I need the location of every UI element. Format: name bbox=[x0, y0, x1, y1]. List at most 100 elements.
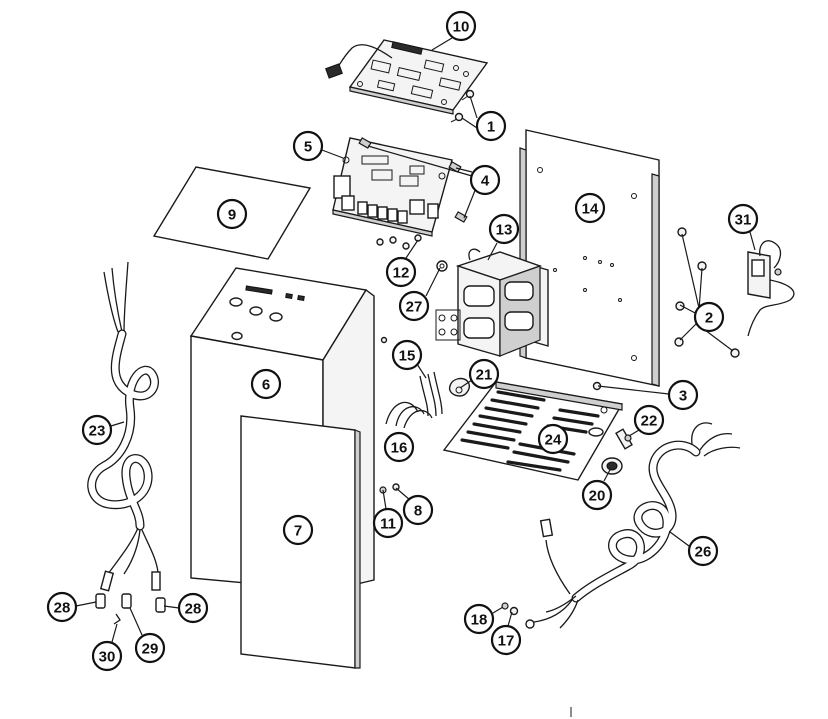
part-13-transformer bbox=[435, 248, 549, 357]
callout-circle bbox=[46, 591, 78, 623]
callout-number: 23 bbox=[89, 423, 106, 440]
callout-circle bbox=[91, 640, 123, 672]
callout-circle bbox=[250, 368, 282, 400]
callout-leader-line bbox=[679, 304, 698, 315]
callout-leader-line bbox=[492, 606, 504, 614]
callout-14: 14 bbox=[574, 192, 606, 224]
part-22-fuse-holder bbox=[615, 428, 633, 450]
callout-number: 15 bbox=[399, 348, 416, 365]
callout-leader-line bbox=[75, 601, 97, 607]
part-20-grommet bbox=[601, 457, 623, 475]
callout-circle bbox=[292, 130, 324, 162]
callout-leader-line bbox=[431, 37, 453, 51]
callout-circle bbox=[475, 110, 507, 142]
part-27-washer bbox=[436, 260, 448, 272]
part-12-screws bbox=[376, 234, 422, 250]
callout-leader-line bbox=[367, 145, 473, 177]
callout-23: 23 bbox=[81, 414, 125, 446]
callout-31: 31 bbox=[727, 203, 759, 251]
callout-leader-line bbox=[603, 467, 612, 482]
callout-number: 16 bbox=[391, 440, 408, 457]
callout-28: 28 bbox=[163, 592, 209, 624]
callout-circle bbox=[633, 404, 665, 436]
callout-number: 18 bbox=[471, 612, 488, 629]
part-23-coiled-cable bbox=[87, 261, 161, 592]
callout-8: 8 bbox=[395, 487, 434, 526]
callout-leader-line bbox=[628, 429, 640, 437]
part-26-coiled-cable bbox=[525, 422, 741, 629]
callout-number: 13 bbox=[496, 222, 513, 239]
callout-15: 15 bbox=[391, 339, 427, 379]
callout-circle bbox=[385, 256, 417, 288]
callout-circle bbox=[537, 423, 569, 455]
callout-circle bbox=[282, 514, 314, 546]
callout-circle bbox=[488, 213, 520, 245]
callout-leader-line bbox=[698, 267, 703, 311]
callout-number: 7 bbox=[294, 523, 302, 540]
callout-5: 5 bbox=[292, 130, 344, 162]
callout-circle bbox=[134, 632, 166, 664]
callout-circle bbox=[81, 414, 113, 446]
callout-number: 11 bbox=[380, 516, 396, 533]
callout-leader-line bbox=[405, 239, 419, 259]
callout-circle bbox=[574, 192, 606, 224]
callout-11: 11 bbox=[372, 489, 404, 539]
callout-10: 10 bbox=[431, 10, 477, 51]
callout-leader-line bbox=[111, 623, 118, 643]
callout-leader-line bbox=[679, 321, 699, 341]
callout-circle bbox=[177, 592, 209, 624]
callout-24: 24 bbox=[537, 423, 569, 455]
callout-30: 30 bbox=[91, 623, 123, 672]
callout-number: 27 bbox=[406, 299, 423, 316]
callout-leader-line bbox=[469, 95, 478, 119]
callout-circle bbox=[216, 198, 248, 230]
callout-circle bbox=[383, 431, 415, 463]
part-4-standoffs bbox=[358, 137, 468, 223]
callout-circle bbox=[468, 358, 500, 390]
callout-layer: 1234567891011121314151617182021222324262… bbox=[46, 10, 759, 672]
callout-leader-line bbox=[597, 385, 670, 395]
callout-leader-line bbox=[749, 231, 756, 251]
part-17-18-hardware bbox=[501, 602, 519, 616]
callout-number: 30 bbox=[99, 649, 116, 666]
callout-2: 2 bbox=[679, 233, 734, 352]
callout-leader-line bbox=[487, 242, 498, 261]
callout-circle bbox=[398, 290, 430, 322]
callout-21: 21 bbox=[459, 358, 500, 390]
callout-leader-line bbox=[463, 187, 477, 219]
part-21-clamp bbox=[448, 377, 470, 397]
callout-28: 28 bbox=[46, 591, 97, 623]
callout-29: 29 bbox=[129, 607, 166, 664]
callout-leader-line bbox=[507, 611, 513, 627]
callout-circle bbox=[687, 535, 719, 567]
part-24-base-tray bbox=[442, 381, 624, 481]
callout-circle bbox=[490, 624, 522, 656]
callout-number: 4 bbox=[481, 173, 490, 190]
callout-leader-line bbox=[455, 167, 473, 173]
callout-26: 26 bbox=[669, 531, 719, 567]
callout-number: 10 bbox=[453, 19, 470, 36]
callout-number: 5 bbox=[304, 139, 312, 156]
callout-1: 1 bbox=[461, 95, 507, 142]
callout-number: 17 bbox=[498, 633, 515, 650]
callout-number: 28 bbox=[185, 601, 202, 618]
callout-leader-line bbox=[459, 379, 473, 389]
part-15-16-leads bbox=[385, 371, 443, 429]
callout-leader-line bbox=[382, 489, 387, 510]
callout-3: 3 bbox=[597, 379, 699, 411]
callout-17: 17 bbox=[490, 611, 522, 656]
callout-6: 6 bbox=[250, 368, 282, 400]
callout-9: 9 bbox=[216, 198, 248, 230]
callout-number: 29 bbox=[142, 641, 159, 658]
callout-number: 26 bbox=[695, 544, 712, 561]
callout-number: 22 bbox=[641, 413, 658, 430]
callout-number: 24 bbox=[545, 432, 562, 449]
callout-22: 22 bbox=[628, 404, 665, 437]
part-31-bracket bbox=[747, 240, 795, 337]
callout-number: 12 bbox=[393, 265, 410, 282]
callout-12: 12 bbox=[385, 239, 419, 288]
callout-13: 13 bbox=[487, 213, 520, 261]
callout-number: 31 bbox=[735, 212, 752, 229]
callout-circle bbox=[469, 164, 501, 196]
